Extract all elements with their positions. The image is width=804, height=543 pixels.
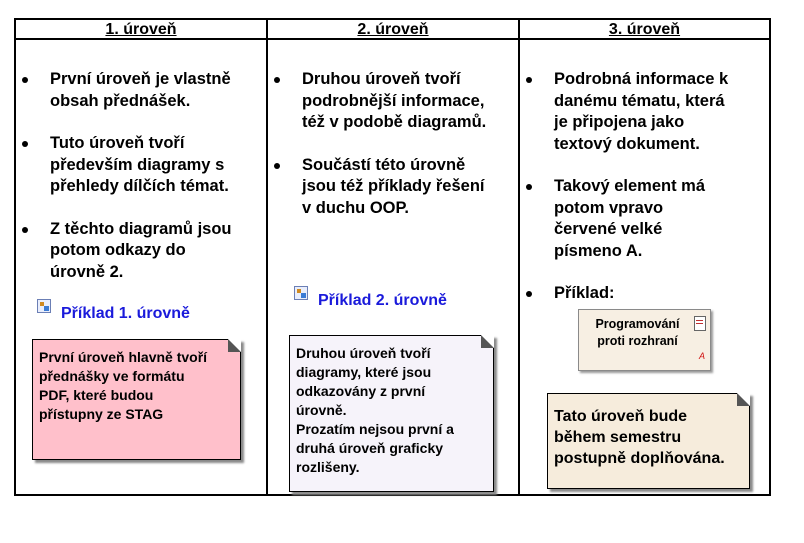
bullet-text: potom vpravo (554, 198, 664, 217)
note-level-2: Druhou úroveň tvoří diagramy, které jsou… (289, 335, 494, 492)
bullet-text: potom odkazy do (50, 241, 186, 259)
note-text: přednášky ve formátu (39, 368, 185, 384)
bullet-item: Podrobná informace k danému tématu, kter… (520, 69, 769, 155)
bullet-item: Příklad: (520, 283, 769, 305)
note-text: PDF, které budou (39, 387, 154, 403)
note-text: Prozatím nejsou první a (296, 421, 454, 437)
bullet-text: Druhou úroveň tvoří (302, 70, 461, 88)
bullet-icon (22, 141, 28, 147)
bullet-list-level-3: Podrobná informace k danému tématu, kter… (520, 69, 769, 326)
bullet-text: danému tématu, která (554, 91, 725, 110)
bullet-text: Součástí této úrovně (302, 155, 466, 174)
note-text: odkazovány z první (296, 383, 426, 399)
note-text: přístupny ze STAG (39, 406, 164, 422)
note-text: druhá úroveň graficky (296, 440, 444, 456)
bullet-item: Takový element má potom vpravo červené v… (520, 176, 769, 262)
column-level-1: 1. úroveň První úroveň je vlastně obsah … (16, 20, 268, 494)
bullet-item: Druhou úroveň tvoří podrobnější informac… (268, 69, 518, 134)
bullet-item: Tuto úroveň tvoří především diagramy s p… (16, 133, 266, 198)
note-level-1: První úroveň hlavně tvoří přednášky ve f… (32, 339, 241, 460)
bullet-text: v duchu OOP. (302, 198, 409, 217)
bullet-text: Příklad: (554, 284, 615, 302)
bullet-text: červené velké (554, 220, 663, 238)
note-text: rozlišeny. (296, 459, 360, 475)
bullet-text: je připojena jako (554, 113, 685, 131)
bullet-text: obsah přednášek. (50, 91, 191, 110)
bullet-text: úrovně 2. (50, 262, 124, 281)
bullet-text: jsou též příklady řešení (302, 177, 485, 195)
bullet-icon (274, 77, 280, 83)
document-title: proti rozhraní (597, 334, 678, 348)
bullet-item: Součástí této úrovně jsou též příklady ř… (268, 155, 518, 220)
example-level-1-link[interactable]: Příklad 1. úrovně (37, 299, 190, 323)
example-level-2-link-label: Příklad 2. úrovně (318, 292, 447, 309)
bullet-icon (274, 162, 280, 169)
bullet-icon (22, 77, 28, 83)
note-text: diagramy, které jsou (296, 364, 432, 380)
example-level-1-link-label: Příklad 1. úrovně (61, 305, 190, 322)
note-text: úrovně. (296, 402, 347, 418)
bullet-text: přehledy dílčích témat. (50, 177, 229, 195)
bullet-icon (22, 226, 28, 233)
note-text: Druhou úroveň tvoří (296, 345, 431, 361)
note-text: postupně doplňována. (554, 450, 725, 467)
bullet-icon (526, 77, 532, 83)
bullet-text: především diagramy s (50, 155, 225, 174)
bullet-item: První úroveň je vlastně obsah přednášek. (16, 69, 266, 112)
bullet-text: Takový element má (554, 177, 706, 195)
bullet-text: Podrobná informace k (554, 70, 729, 88)
bullet-icon (526, 184, 532, 190)
bullet-text: Z těchto diagramů jsou (50, 219, 232, 238)
bullet-item: Z těchto diagramů jsou potom odkazy do ú… (16, 219, 266, 284)
column-header-level-3: 3. úroveň (520, 20, 769, 40)
diagram-link-icon (294, 286, 308, 300)
column-level-2: 2. úroveň Druhou úroveň tvoří podrobnějš… (268, 20, 520, 494)
note-text: První úroveň hlavně tvoří (39, 349, 208, 365)
note-text: během semestru (554, 429, 682, 446)
note-text: Tato úroveň bude (554, 408, 688, 425)
bullet-list-level-2: Druhou úroveň tvoří podrobnější informac… (268, 69, 518, 240)
levels-table: 1. úroveň První úroveň je vlastně obsah … (14, 18, 771, 496)
bullet-icon (526, 291, 532, 297)
bullet-text: textový dokument. (554, 134, 700, 153)
bullet-text: První úroveň je vlastně (50, 70, 231, 88)
note-level-3: Tato úroveň bude během semestru postupně… (547, 393, 750, 489)
column-level-3: 3. úroveň Podrobná informace k danému té… (520, 20, 769, 494)
bullet-text: písmeno A. (554, 241, 643, 260)
bullet-text: též v podobě diagramů. (302, 113, 487, 131)
bullet-text: podrobnější informace, (302, 91, 485, 110)
column-header-level-1: 1. úroveň (16, 20, 266, 40)
example-level-2-link[interactable]: Příklad 2. úrovně (294, 286, 447, 310)
red-a-mark-icon: A (698, 351, 705, 361)
document-icon (694, 316, 706, 331)
column-header-level-2: 2. úroveň (268, 20, 518, 40)
document-element-programovani[interactable]: Programování proti rozhraní A (578, 309, 711, 371)
document-title: Programování (595, 317, 680, 331)
bullet-list-level-1: První úroveň je vlastně obsah přednášek.… (16, 69, 266, 304)
diagram-link-icon (37, 299, 51, 313)
bullet-text: Tuto úroveň tvoří (50, 134, 185, 152)
